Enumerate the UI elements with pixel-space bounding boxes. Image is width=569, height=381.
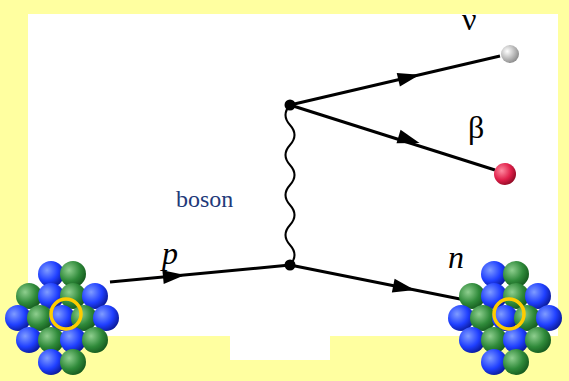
particle-symbol: ν xyxy=(462,2,476,37)
arrowheads xyxy=(162,68,421,297)
particle-symbol: n xyxy=(448,240,464,275)
beta-particle xyxy=(494,163,516,185)
daughter-nucleus xyxy=(448,261,562,375)
neutrino-particle xyxy=(501,45,519,63)
boson-label: boson xyxy=(176,186,233,212)
particle-lines xyxy=(110,56,500,300)
particle-symbol: p xyxy=(162,236,178,271)
vertices xyxy=(285,100,296,271)
parent-nucleus xyxy=(5,261,119,375)
particle-symbol: β xyxy=(468,110,484,145)
boson-wavy-line xyxy=(286,105,295,265)
